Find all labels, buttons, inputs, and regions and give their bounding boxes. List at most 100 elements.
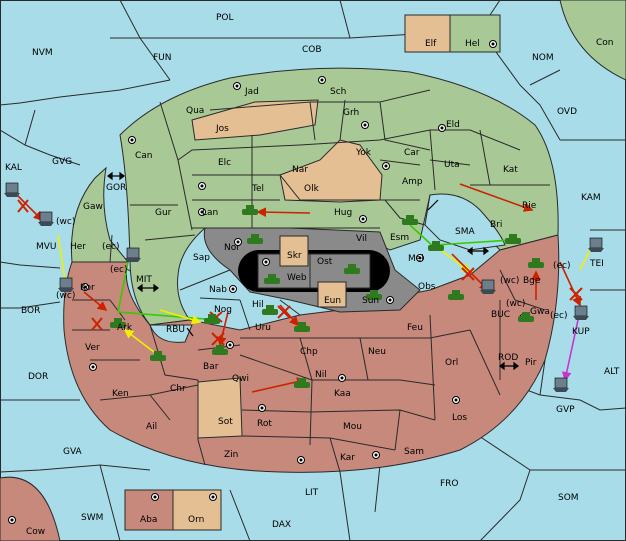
- move-arrow: [57, 234, 66, 281]
- label-sap: Sap: [193, 253, 210, 263]
- label-pir: Pir: [525, 358, 537, 368]
- label-gur: Gur: [155, 208, 172, 218]
- label-gvg: GVG: [52, 157, 72, 167]
- label-kaa: Kaa: [334, 389, 351, 399]
- supply-center-icon: [81, 283, 89, 291]
- supply-center-icon: [128, 136, 136, 144]
- label-gva: GVA: [63, 447, 83, 457]
- coast-note: (wc): [56, 217, 75, 227]
- label-fro: FRO: [440, 479, 459, 489]
- label-orl: Orl: [445, 358, 458, 368]
- coast-note: (wc): [506, 299, 525, 309]
- move-arrow: [123, 329, 159, 356]
- supply-center-icon: [8, 516, 16, 524]
- label-gwa: Gwa: [530, 307, 550, 317]
- supply-center-icon: [258, 404, 266, 412]
- label-kal: KAL: [5, 163, 22, 173]
- label-lan: Lan: [202, 208, 218, 218]
- label-nor: Nor: [224, 243, 240, 253]
- army-icon: [518, 312, 534, 322]
- army-icon: [212, 345, 228, 355]
- army-icon: [505, 234, 521, 244]
- move-arrow: [279, 304, 300, 327]
- army-icon: [294, 378, 310, 388]
- label-mou: Mou: [343, 422, 362, 432]
- supply-center-icon: [452, 396, 460, 404]
- label-skr: Skr: [287, 251, 302, 261]
- coast-note: (ec): [553, 261, 571, 271]
- label-gor: GOR: [106, 183, 126, 193]
- army-icon: [110, 318, 126, 328]
- supply-center-icon: [382, 162, 390, 170]
- move-arrow: [13, 191, 44, 222]
- territory-con: [559, 0, 626, 81]
- supply-center-icon: [372, 451, 380, 459]
- supply-center-icon: [338, 374, 346, 382]
- label-sot: Sot: [218, 417, 233, 427]
- label-sam: Sam: [404, 447, 424, 457]
- label-hel: Hel: [465, 39, 480, 49]
- label-gaw: Gaw: [83, 202, 103, 212]
- label-elf: Elf: [425, 39, 437, 49]
- label-hug: Hug: [334, 208, 352, 218]
- strait-arrow: [107, 171, 519, 371]
- label-kar: Kar: [340, 453, 355, 463]
- label-can: Can: [135, 151, 153, 161]
- move-arrow: [117, 261, 129, 313]
- army-icon: [366, 290, 382, 300]
- label-nvm: NVM: [32, 48, 53, 58]
- label-ost: Ost: [317, 257, 333, 267]
- label-elc: Elc: [218, 158, 231, 168]
- label-jos: Jos: [215, 124, 229, 134]
- army-icon: [264, 274, 280, 284]
- label-gvp: GVP: [556, 405, 575, 415]
- label-ken: Ken: [112, 389, 129, 399]
- label-car: Car: [404, 148, 420, 158]
- move-arrow: [434, 239, 513, 246]
- supply-center-icon: [198, 182, 206, 190]
- label-con: Con: [596, 38, 614, 48]
- label-sun: Sun: [362, 296, 379, 306]
- label-ark: Ark: [117, 323, 133, 333]
- move-arrow: [217, 311, 229, 347]
- fleet-icon: [480, 279, 496, 294]
- fleet-icon: [573, 305, 589, 320]
- supply-center-icon: [89, 363, 97, 371]
- label-zin: Zin: [224, 450, 238, 460]
- territory-elf: [404, 14, 451, 53]
- supply-center-icon: [262, 258, 270, 266]
- label-nom: NOM: [532, 53, 554, 63]
- fleet-icon: [553, 377, 569, 392]
- label-yok: Yok: [355, 148, 372, 158]
- label-uru: Uru: [255, 323, 271, 333]
- label-nil: Nil: [315, 370, 327, 380]
- label-kat: Kat: [503, 165, 518, 175]
- supply-center-icon: [151, 493, 159, 501]
- army-icon: [428, 241, 444, 251]
- label-dor: DOR: [28, 372, 48, 382]
- move-arrow: [459, 183, 534, 212]
- label-rbu: RBU: [166, 325, 185, 335]
- label-nar: Nar: [292, 165, 308, 175]
- label-mit: MIT: [136, 275, 152, 285]
- label-orn: Orn: [188, 515, 204, 525]
- label-sch: Sch: [330, 87, 346, 97]
- coast-note: (ec): [110, 265, 128, 275]
- label-eun: Eun: [324, 296, 341, 306]
- label-rot: Rot: [257, 419, 272, 429]
- label-neu: Neu: [368, 347, 386, 357]
- label-pol: POL: [216, 13, 234, 23]
- supply-center-icon: [386, 296, 394, 304]
- army-icon: [247, 234, 263, 244]
- label-los: Los: [452, 413, 467, 423]
- move-arrow: [159, 309, 202, 325]
- units: [4, 182, 604, 392]
- label-kam: KAM: [581, 193, 601, 203]
- move-arrow: [83, 291, 108, 312]
- army-icon: [448, 290, 464, 300]
- label-obs: Obs: [418, 282, 436, 292]
- supply-center-icon: [198, 208, 206, 216]
- label-bor: BOR: [21, 306, 40, 316]
- move-arrow: [562, 319, 579, 382]
